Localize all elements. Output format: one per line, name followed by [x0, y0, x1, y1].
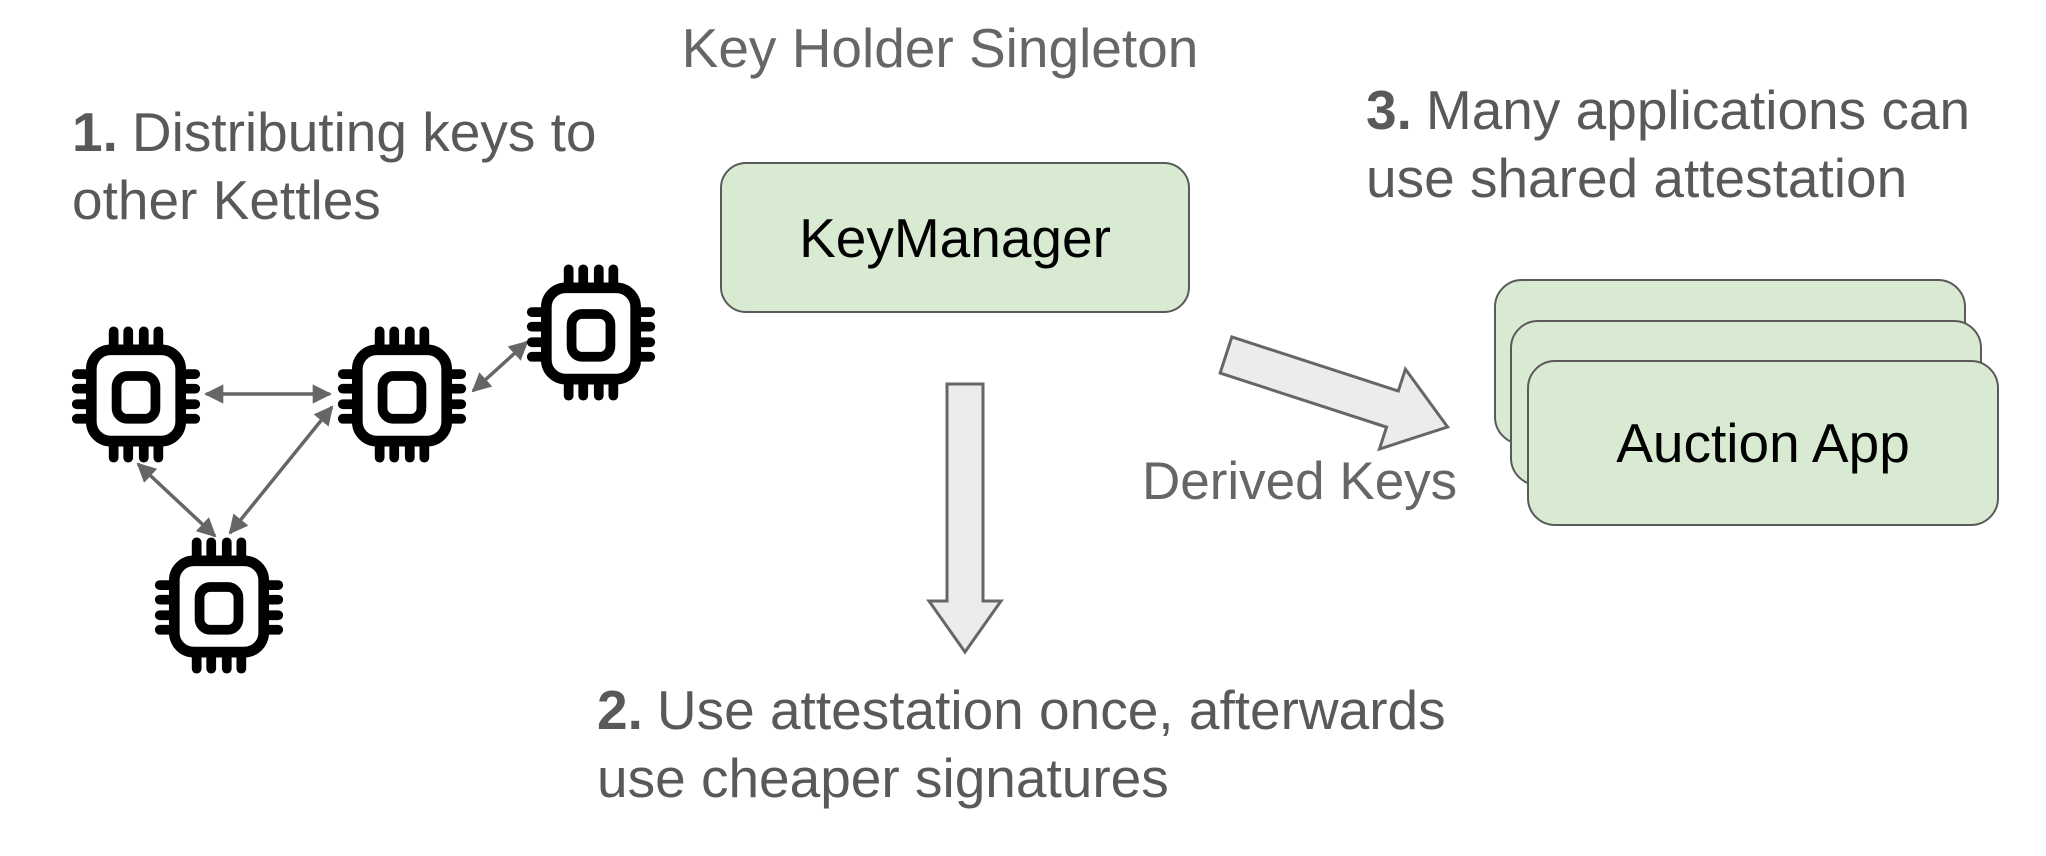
- auction-app-label: Auction App: [1616, 412, 1910, 474]
- keymanager-label: KeyManager: [799, 206, 1111, 269]
- annotation-step1-line1: 1.Distributing keys to: [72, 101, 597, 163]
- annotation-step3-line2: use shared attestation: [1366, 147, 1908, 209]
- kettle-chip-icon: [334, 322, 470, 467]
- keymanager-node: KeyManager: [720, 162, 1190, 313]
- annotation-step1: 1.Distributing keys to other Kettles: [72, 98, 597, 234]
- connector-chipA-chipD: [136, 462, 217, 538]
- diagram-title: Key Holder Singleton: [681, 17, 1199, 79]
- step-number: 3.: [1366, 79, 1412, 141]
- connector-chipB-chipC: [471, 340, 529, 393]
- annotation-step1-line2: other Kettles: [72, 169, 381, 231]
- annotation-step3-line1: 3.Many applications can: [1366, 79, 1971, 141]
- annotation-step2: 2.Use attestation once, afterwards use c…: [597, 676, 1446, 812]
- kettle-chip-icon: [523, 260, 659, 405]
- annotation-step3: 3.Many applications can use shared attes…: [1366, 76, 1970, 212]
- kettle-chip-icon: [151, 533, 287, 678]
- annotation-step2-line2: use cheaper signatures: [597, 747, 1169, 809]
- derived-keys-label: Derived Keys: [1142, 452, 1458, 511]
- connector-chipB-chipD: [228, 405, 334, 535]
- step-number: 2.: [597, 679, 643, 741]
- auction-app-card-front: Auction App: [1527, 360, 1999, 526]
- step-number: 1.: [72, 101, 118, 163]
- annotation-step2-line1: 2.Use attestation once, afterwards: [597, 679, 1446, 741]
- block-arrow-diagonal-icon: [1218, 335, 1451, 452]
- block-arrow-down-icon: [926, 382, 1004, 655]
- kettle-chip-icon: [68, 322, 204, 467]
